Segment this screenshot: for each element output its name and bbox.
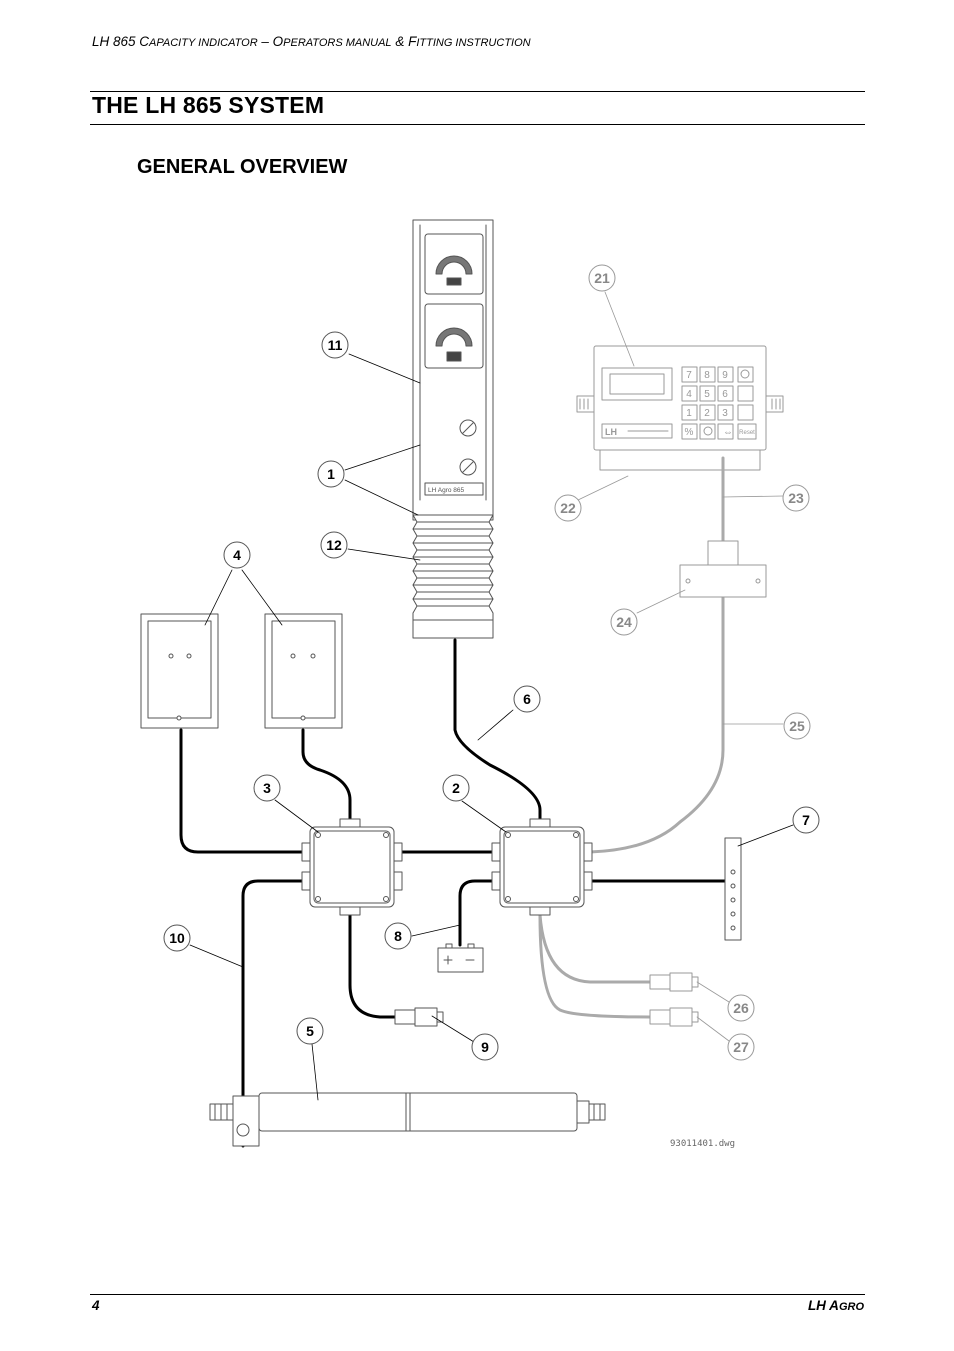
key-7: 7 xyxy=(686,370,692,381)
callout-7-label: 7 xyxy=(802,812,810,828)
callout-5-label: 5 xyxy=(306,1023,314,1039)
callout-24 xyxy=(610,608,638,636)
key-3: 3 xyxy=(722,408,728,419)
callout-26-label: 26 xyxy=(733,1000,749,1016)
load-cells xyxy=(140,613,343,729)
key-6: 6 xyxy=(722,389,728,400)
callout-9 xyxy=(471,1033,499,1061)
key-reset: Reset xyxy=(739,430,755,436)
callout-7 xyxy=(792,806,820,834)
sensor-cables xyxy=(538,913,652,1019)
callout-24-label: 24 xyxy=(616,614,632,630)
callout-27-label: 27 xyxy=(733,1039,749,1055)
key-2: 2 xyxy=(704,408,710,419)
key-5: 5 xyxy=(704,389,710,400)
footer-brand-sc: gro xyxy=(838,1301,864,1313)
callout-26 xyxy=(727,994,755,1022)
callout-27 xyxy=(727,1033,755,1061)
title-rule-top xyxy=(90,91,865,92)
callout-12 xyxy=(320,531,348,559)
header-dash: – O xyxy=(257,34,284,49)
callout-1 xyxy=(317,460,345,488)
callout-25-label: 25 xyxy=(789,718,805,734)
footer-brand: LH Agro xyxy=(808,1298,864,1313)
callout-3-label: 3 xyxy=(263,780,271,796)
callout-21 xyxy=(588,264,616,292)
section-heading: GENERAL OVERVIEW xyxy=(137,156,348,178)
callout-22-label: 22 xyxy=(560,500,576,516)
header-sc3: itting instruction xyxy=(416,37,531,49)
mounting-bracket xyxy=(724,837,742,941)
callout-9-label: 9 xyxy=(481,1039,489,1055)
footer-rule xyxy=(90,1294,865,1295)
load-tube xyxy=(209,1092,606,1147)
callout-1-label: 1 xyxy=(327,466,335,482)
battery xyxy=(437,943,484,973)
callout-11 xyxy=(321,331,349,359)
key-9: 9 xyxy=(722,370,728,381)
callout-10 xyxy=(163,924,191,952)
leader-lines-black xyxy=(189,353,794,1101)
callout-12-label: 12 xyxy=(326,537,342,553)
callout-6 xyxy=(513,685,541,713)
grey-sensors xyxy=(649,972,699,1027)
control-terminal: LH 7 8 9 4 5 6 1 2 3 % ⇔ Reset xyxy=(576,345,784,471)
callouts-grey xyxy=(554,264,811,1061)
junction-boxes xyxy=(301,818,593,916)
key-1: 1 xyxy=(686,408,692,419)
callout-8-label: 8 xyxy=(394,928,402,944)
column-logo-text: LH Agro 865 xyxy=(428,487,465,494)
callout-23 xyxy=(782,484,810,512)
key-percent: % xyxy=(685,427,694,438)
callout-22 xyxy=(554,494,582,522)
drawing-id: 93011401.dwg xyxy=(670,1139,735,1149)
header-sc2: perators manual xyxy=(283,37,392,49)
running-header: LH 865 Capacity indicator – Operators ma… xyxy=(92,34,531,49)
cable-connector xyxy=(679,540,767,598)
page-title: THE LH 865 SYSTEM xyxy=(92,92,325,118)
callout-3 xyxy=(253,774,281,802)
key-arrows: ⇔ xyxy=(723,427,733,438)
key-8: 8 xyxy=(704,370,710,381)
indicator-column: LH Agro 865 xyxy=(412,219,494,521)
key-4: 4 xyxy=(686,389,692,400)
callout-4-label: 4 xyxy=(233,547,241,563)
header-lead: LH 865 C xyxy=(92,34,150,49)
callout-2 xyxy=(442,774,470,802)
callout-2-label: 2 xyxy=(452,780,460,796)
terminal-cable xyxy=(588,456,725,854)
callout-10-label: 10 xyxy=(169,930,185,946)
header-amp: & F xyxy=(391,34,417,49)
black-cables xyxy=(179,638,740,1148)
page-number: 4 xyxy=(92,1298,100,1313)
callout-23-label: 23 xyxy=(788,490,804,506)
callout-8 xyxy=(384,922,412,950)
callout-21-label: 21 xyxy=(594,270,610,286)
callout-4 xyxy=(223,541,251,569)
callout-6-label: 6 xyxy=(523,691,531,707)
callout-25 xyxy=(783,712,811,740)
callout-5 xyxy=(296,1017,324,1045)
bellows xyxy=(412,514,494,639)
footer-brand-lead: LH A xyxy=(807,1298,839,1313)
callouts-black xyxy=(163,331,820,1061)
leader-lines-grey xyxy=(577,291,784,1042)
terminal-logo: LH xyxy=(605,427,617,437)
header-sc1: apacity indicator xyxy=(149,37,258,49)
title-rule-bottom xyxy=(90,124,865,125)
callout-11-label: 11 xyxy=(328,337,343,353)
proximity-sensors xyxy=(394,1007,444,1027)
